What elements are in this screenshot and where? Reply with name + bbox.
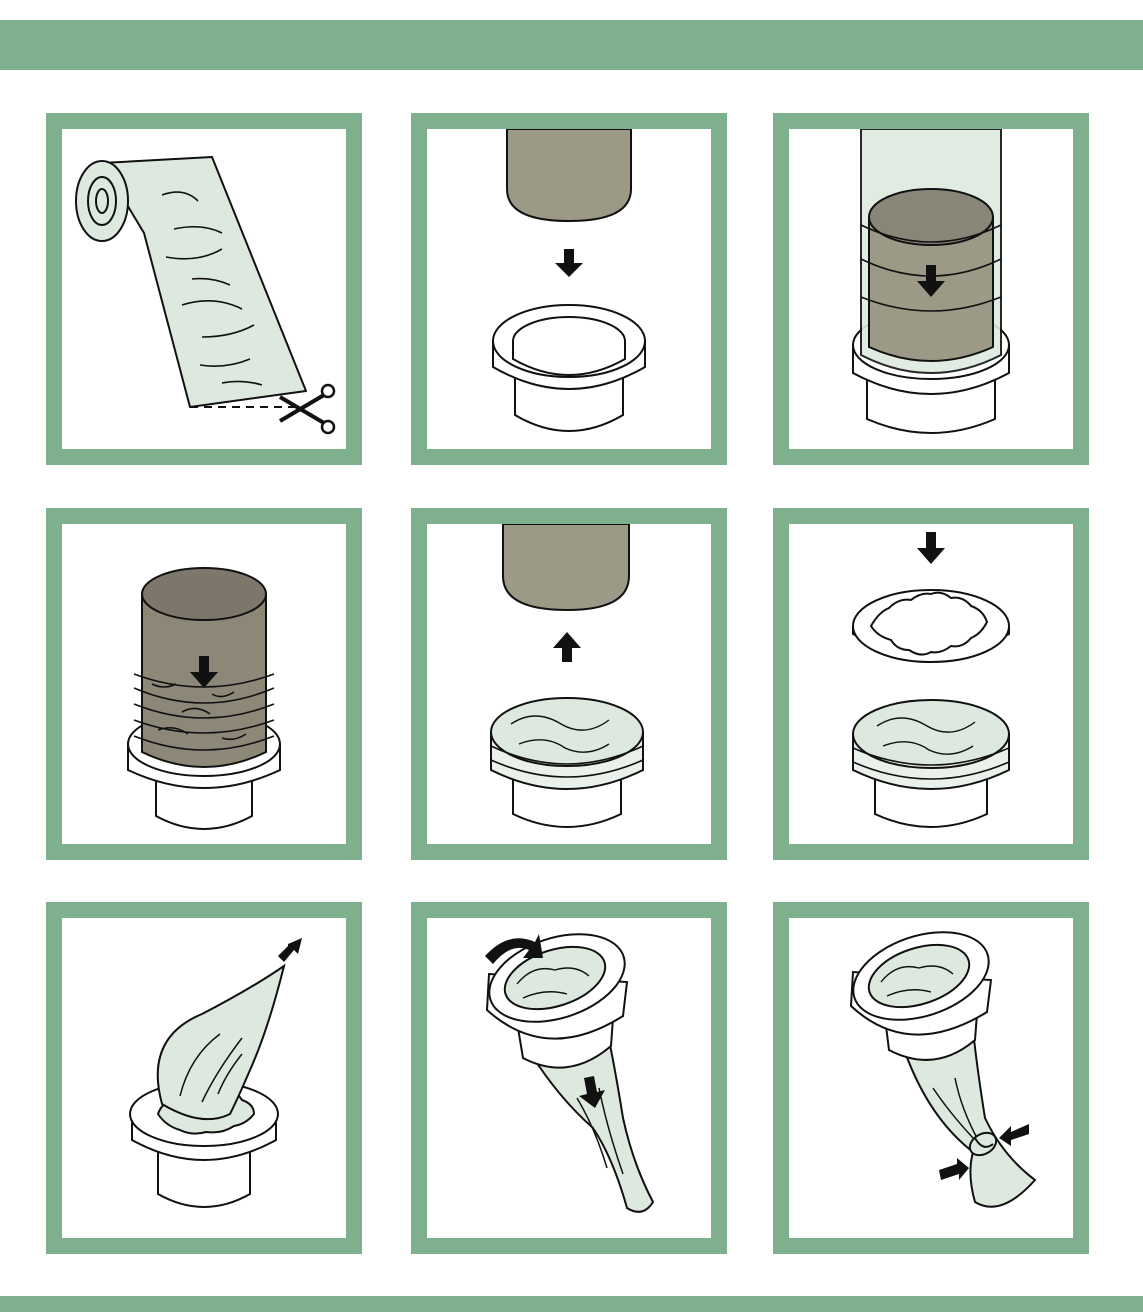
panel-step-7 [46,902,362,1254]
ring-icon [492,304,646,432]
bag-roll-icon [101,156,307,408]
knot-icon [968,1131,998,1157]
arrow-down-icon [190,656,218,688]
scissors-icon [278,383,336,435]
panel-step-8 [411,902,727,1254]
arrow-up-icon [553,632,581,662]
panel-step-6 [773,508,1089,860]
panel-step-5 [411,508,727,860]
lid-icon [852,589,1010,663]
arrow-down-icon [917,532,945,564]
bag-roll-illustration [75,156,336,435]
tube-icon [502,524,630,612]
arrow-down-icon [555,249,583,277]
bag-cone-icon [529,1028,655,1213]
arrow-right-icon [939,1158,969,1180]
header-band [0,20,1143,70]
panel-step-1 [46,113,362,465]
arrow-down-icon [917,265,945,297]
bagged-ring-icon [490,697,644,828]
curved-arrow-icon [485,934,543,964]
arrow-left-icon [999,1124,1029,1146]
panel-step-4 [46,508,362,860]
arrow-down-icon [579,1076,605,1108]
panel-step-2 [411,113,727,465]
bagged-ring-icon [852,699,1010,828]
footer-band [0,1296,1143,1312]
panel-step-9 [773,902,1089,1254]
bag-pull-icon [156,963,286,1121]
tube-icon [506,129,632,223]
panel-step-3 [773,113,1089,465]
arrow-up-right-icon [278,938,302,962]
